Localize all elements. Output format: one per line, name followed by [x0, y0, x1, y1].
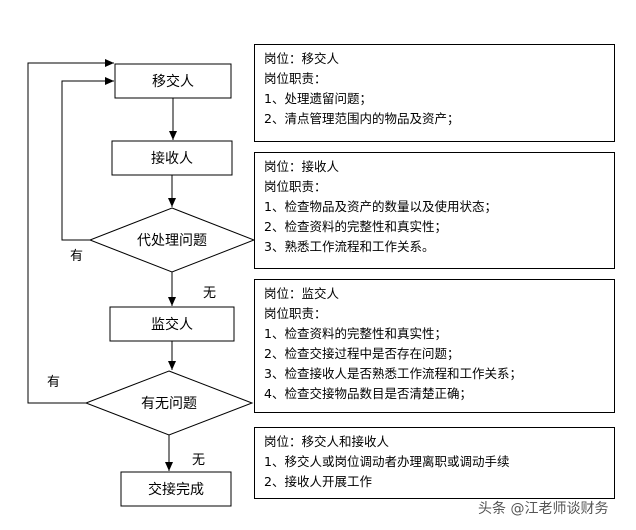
- edge-label-issue-yes: 有: [47, 375, 60, 390]
- watermark: 头条 @江老师谈财务: [478, 501, 609, 517]
- decision-pending-issue-label: 代处理问题: [137, 233, 207, 249]
- node-supervisor: 监交人: [109, 306, 235, 342]
- edge-label-issue-no: 无: [192, 453, 205, 468]
- decision-any-issue-label: 有无问题: [141, 396, 197, 412]
- duty-line: 1、检查物品及资产的数量以及使用状态；: [264, 199, 497, 214]
- duty-line: 岗位职责：: [264, 179, 327, 194]
- duty-line: 岗位：移交人和接收人: [264, 434, 390, 449]
- edge-label-pending-no: 无: [203, 286, 216, 301]
- duty-line: 岗位：监交人: [264, 286, 340, 301]
- node-handover: 移交人: [114, 63, 232, 99]
- decision-pending-issue: 代处理问题: [88, 207, 256, 273]
- edge-label-pending-yes: 有: [70, 249, 83, 264]
- duty-box-receiver: 岗位：接收人 岗位职责： 1、检查物品及资产的数量以及使用状态； 2、检查资料的…: [254, 152, 615, 269]
- node-supervisor-label: 监交人: [151, 316, 193, 333]
- loop-pending-to-handover: [61, 77, 114, 241]
- decision-any-issue: 有无问题: [84, 370, 254, 436]
- duty-line: 岗位职责：: [264, 306, 327, 321]
- duty-line: 2、接收人开展工作: [264, 474, 372, 489]
- duty-line: 1、处理遗留问题；: [264, 91, 372, 106]
- duty-box-both: 岗位：移交人和接收人 1、移交人或岗位调动者办理离职或调动手续 2、接收人开展工…: [254, 427, 615, 499]
- duty-box-handover: 岗位：移交人 岗位职责： 1、处理遗留问题； 2、清点管理范围内的物品及资产；: [254, 44, 615, 142]
- duty-line: 岗位职责：: [264, 71, 327, 86]
- node-receiver: 接收人: [111, 140, 233, 176]
- duty-line: 3、熟悉工作流程和工作关系。: [264, 239, 435, 254]
- loop-issue-to-handover: [27, 59, 114, 404]
- duty-line: 1、移交人或岗位调动者办理离职或调动手续: [264, 454, 510, 469]
- duty-line: 4、检查交接物品数目是否清楚正确；: [264, 386, 472, 401]
- duty-line: 2、清点管理范围内的物品及资产；: [264, 111, 460, 126]
- node-handover-label: 移交人: [152, 73, 194, 90]
- duty-line: 2、检查交接过程中是否存在问题；: [264, 346, 460, 361]
- duty-box-supervisor: 岗位：监交人 岗位职责： 1、检查资料的完整性和真实性； 2、检查交接过程中是否…: [254, 279, 615, 413]
- node-completed: 交接完成: [120, 471, 232, 507]
- node-completed-label: 交接完成: [148, 481, 204, 498]
- duty-line: 岗位：移交人: [264, 51, 340, 66]
- duty-line: 1、检查资料的完整性和真实性；: [264, 326, 447, 341]
- node-receiver-label: 接收人: [151, 150, 193, 167]
- duty-line: 岗位：接收人: [264, 159, 340, 174]
- duty-line: 3、检查接收人是否熟悉工作流程和工作关系；: [264, 366, 522, 381]
- duty-line: 2、检查资料的完整性和真实性；: [264, 219, 447, 234]
